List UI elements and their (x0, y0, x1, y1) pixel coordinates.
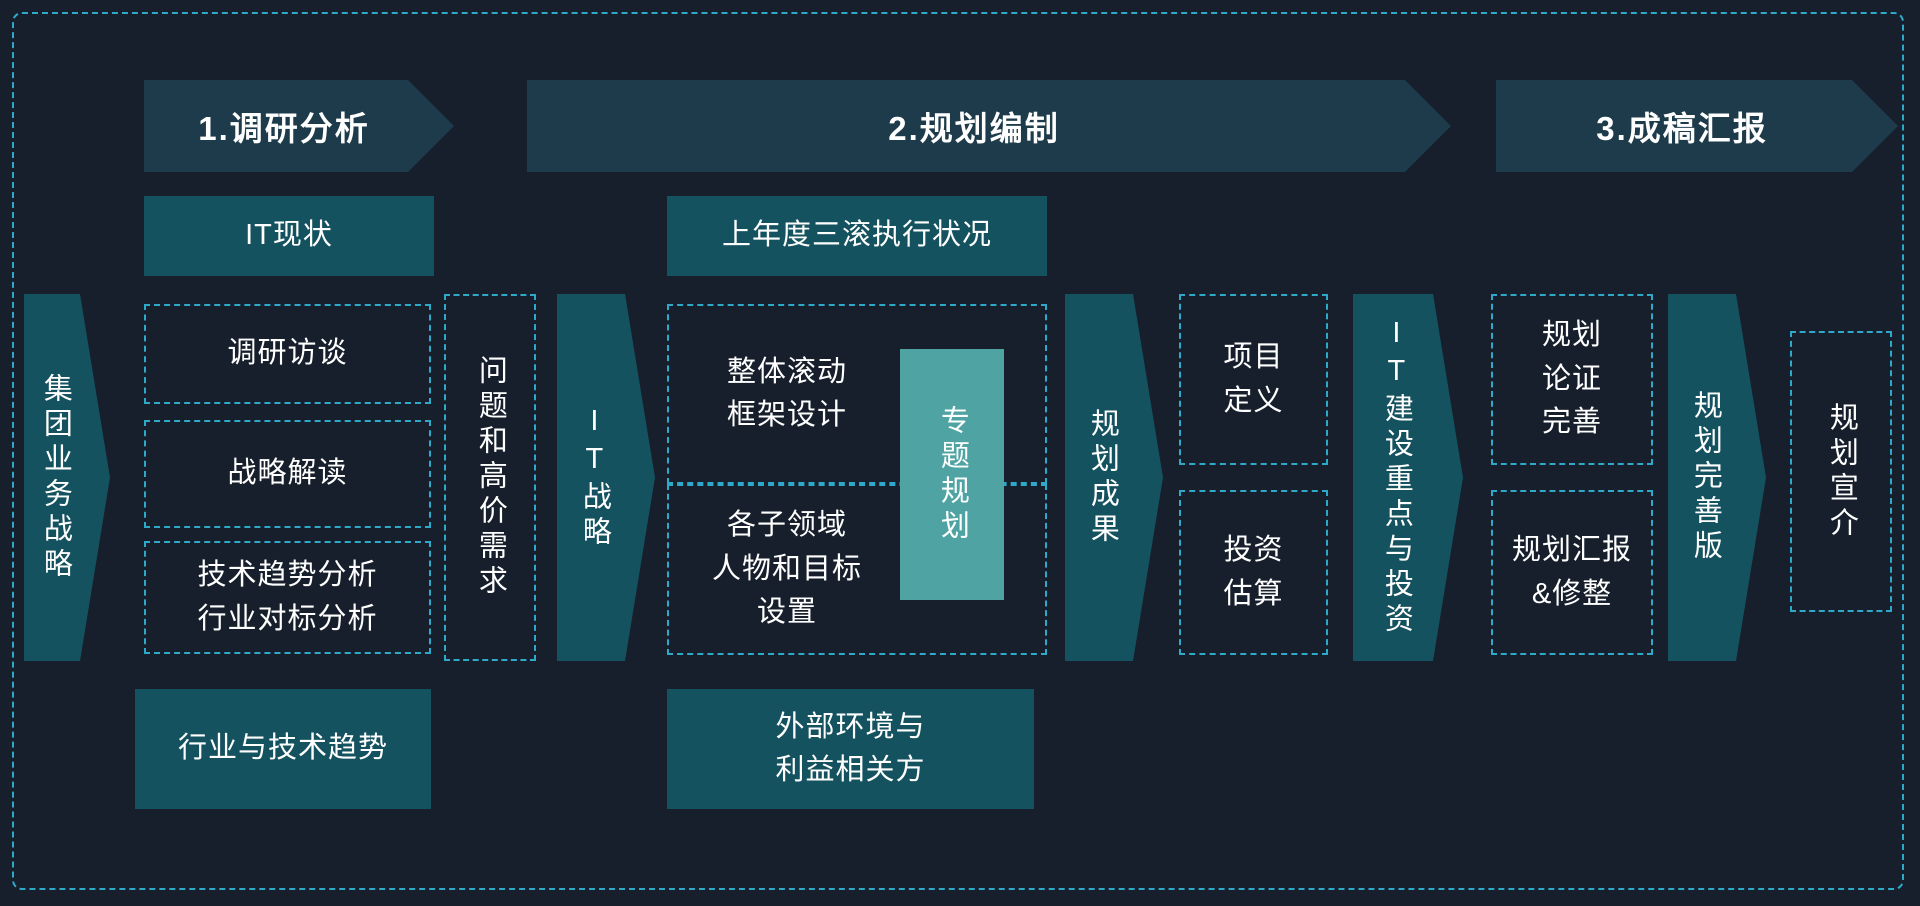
last-year-rolling-execution-box: 上年度三滚执行状况 (667, 196, 1047, 276)
plan-report-revise-box: 规划汇报 &修整 (1491, 490, 1653, 655)
plan-final-version-label: 规划完善版 (1689, 390, 1722, 565)
problems-high-value-needs-box: 问题和高价需求 (444, 294, 536, 661)
project-definition-box: 项目 定义 (1179, 294, 1328, 465)
group-business-strategy-label: 集团业务战略 (39, 372, 72, 583)
it-status-box: IT现状 (144, 196, 434, 276)
it-strategy-label: IT战略 (578, 404, 611, 551)
subdomain-goals-box: 各子领域 人物和目标 设置 (667, 484, 1047, 655)
plan-validation-improve-box: 规划 论证 完善 (1491, 294, 1653, 465)
research-interview-box: 调研访谈 (144, 304, 431, 404)
external-env-stakeholders-box: 外部环境与 利益相关方 (667, 689, 1034, 809)
strategy-reading-box: 战略解读 (144, 420, 431, 528)
problems-high-value-needs-label: 问题和高价需求 (474, 355, 507, 600)
tech-trend-benchmark-box: 技术趋势分析 行业对标分析 (144, 541, 431, 654)
investment-estimate-box: 投资 估算 (1179, 490, 1328, 655)
industry-tech-trend-box: 行业与技术趋势 (135, 689, 431, 809)
special-topic-planning-label: 专题规划 (936, 404, 969, 545)
it-construction-focus-investment-label: IT建设重点与投资 (1380, 317, 1413, 638)
plan-promotion-label: 规划宣介 (1825, 401, 1858, 542)
plan-promotion-box: 规划宣介 (1790, 331, 1892, 612)
diagram-outer-border (12, 12, 1904, 890)
special-topic-planning-box: 专题规划 (900, 349, 1004, 600)
phase-banner-research-analysis: 1.调研分析 (144, 80, 454, 172)
phase-banner-plan-compilation: 2.规划编制 (527, 80, 1451, 172)
overall-rolling-framework-box: 整体滚动 框架设计 (667, 304, 1047, 484)
planning-results-label: 规划成果 (1086, 407, 1119, 548)
phase-banner-final-report: 3.成稿汇报 (1496, 80, 1898, 172)
